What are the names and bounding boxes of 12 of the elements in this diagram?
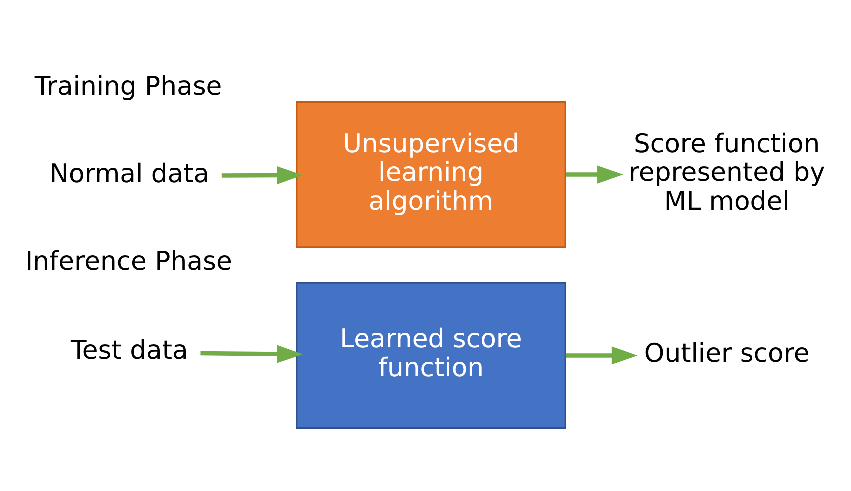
label: Training Phase (34, 72, 222, 102)
node-box: Unsupervised learning algorithm (296, 102, 566, 248)
node-box: Learned score function (296, 282, 566, 429)
arrow (566, 346, 638, 365)
node-text: Test data (70, 336, 188, 366)
label: Inference Phase (26, 247, 232, 278)
node-text: Normal data (50, 160, 210, 190)
node-text: Outlier score (644, 339, 810, 370)
arrow (200, 345, 304, 364)
arrow (222, 166, 303, 185)
node-text: Score function represented by ML model (628, 129, 826, 217)
arrow (566, 166, 624, 184)
